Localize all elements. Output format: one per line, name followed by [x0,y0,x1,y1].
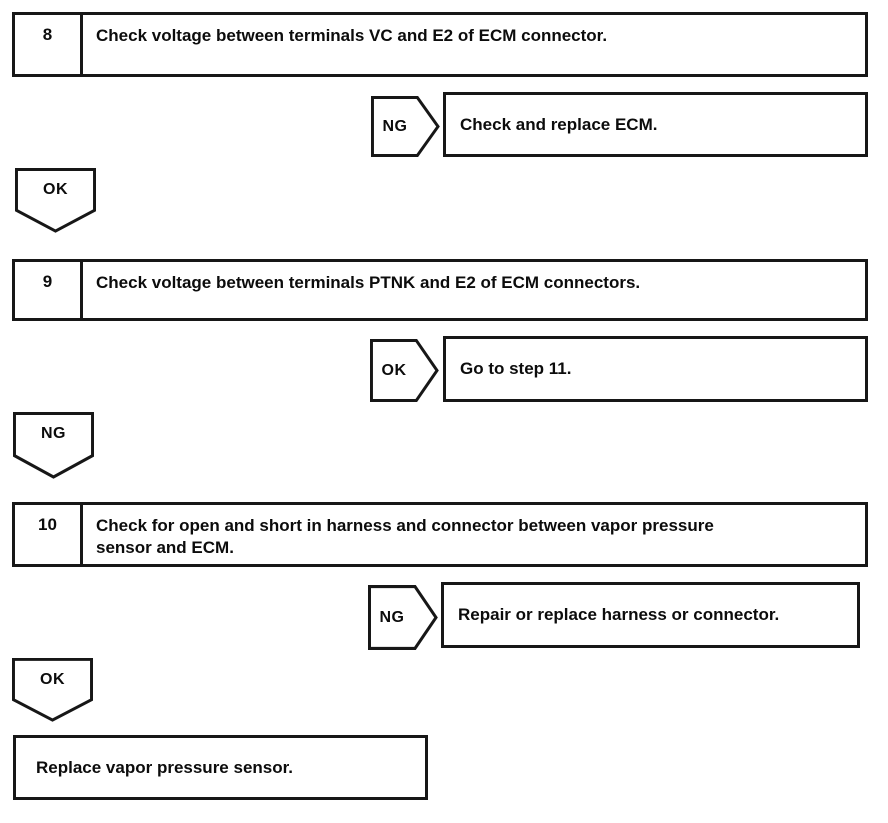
action-text: Repair or replace harness or connector. [458,605,780,624]
ok-label: OK [43,181,68,198]
ng-label: NG [379,608,405,626]
action-check-replace-ecm: Check and replace ECM. [443,92,868,157]
ng-connector-pentagon: NG [368,585,438,650]
ng-label: NG [382,117,408,135]
action-repair-replace-harness: Repair or replace harness or connector. [441,582,860,648]
ng-connector-pentagon: NG [371,96,440,157]
step-9-number: 9 [15,262,83,318]
ng-continue-pentagon: NG [13,412,94,479]
ok-continue-pentagon: OK [15,168,96,233]
action-go-to-step-11: Go to step 11. [443,336,868,402]
step-10-text: Check for open and short in harness and … [96,516,714,558]
action-text: Check and replace ECM. [460,114,658,134]
step-10-box: 10 Check for open and short in harness a… [12,502,868,567]
ok-label: OK [381,361,407,379]
ok-label: OK [40,671,65,688]
step-9-text: Check voltage between terminals PTNK and… [96,273,641,292]
ok-continue-pentagon: OK [12,658,93,722]
step-9-box: 9 Check voltage between terminals PTNK a… [12,259,868,321]
final-action-box: Replace vapor pressure sensor. [13,735,428,800]
ok-connector-pentagon: OK [370,339,439,402]
step-8-text: Check voltage between terminals VC and E… [96,26,608,45]
step-8-number: 8 [15,15,83,74]
pentagon-down-shape [13,412,94,479]
ng-label: NG [41,425,66,442]
step-10-number: 10 [15,505,83,564]
final-action-text: Replace vapor pressure sensor. [36,757,294,777]
pentagon-right-shape [370,339,439,402]
step-8-box: 8 Check voltage between terminals VC and… [12,12,868,77]
action-text: Go to step 11. [460,359,572,378]
pentagon-down-shape [12,658,93,722]
pentagon-right-shape [371,96,440,157]
pentagon-down-shape [15,168,96,233]
pentagon-right-shape [368,585,438,650]
